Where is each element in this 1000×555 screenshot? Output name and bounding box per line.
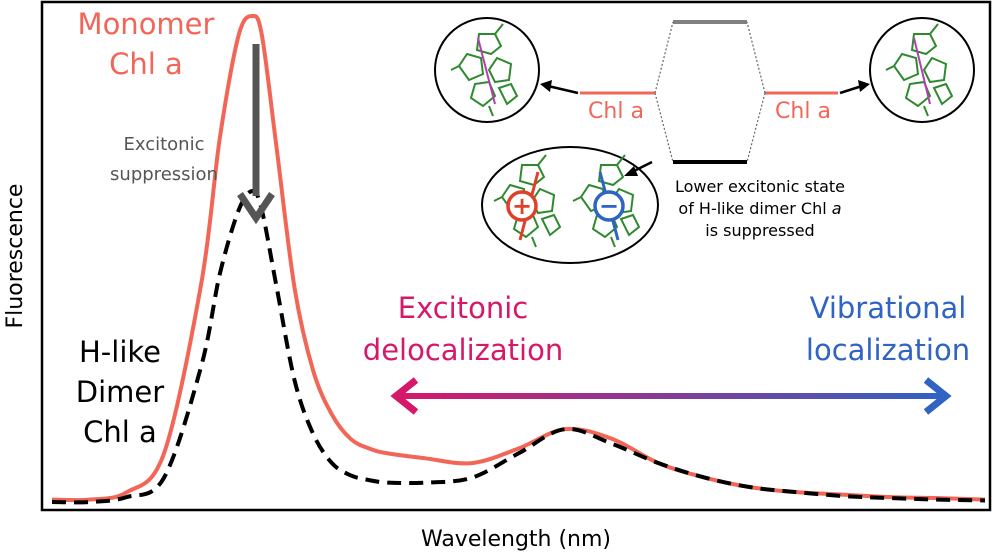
inset-caption-line2-italic: a xyxy=(832,199,842,218)
inset-diagram: Chl a Chl a + − Lower e xyxy=(434,17,975,264)
inset-caption-line2-prefix: of H-like dimer Chl xyxy=(678,199,831,218)
level-label-right: Chl a xyxy=(775,99,831,124)
level-label-left: Chl a xyxy=(588,99,644,124)
arrow-to-left-molecule xyxy=(540,80,579,95)
inset-caption-line2: of H-like dimer Chl a xyxy=(678,199,841,218)
plus-charge xyxy=(506,190,538,222)
monomer-label-line2: Chl a xyxy=(109,47,183,81)
minus-charge xyxy=(593,190,625,222)
dimer-label-line3: Chl a xyxy=(83,415,157,449)
x-axis-label: Wavelength (nm) xyxy=(421,527,611,552)
plus-sign: + xyxy=(512,192,532,220)
delocalization-label-line1: Excitonic xyxy=(398,291,528,325)
dimer-label-line2: Dimer xyxy=(76,375,164,409)
y-axis-label: Fluorescence xyxy=(3,184,28,329)
inset-caption-line1: Lower excitonic state xyxy=(675,177,845,196)
monomer-label-line1: Monomer xyxy=(78,7,215,41)
localization-label-line1: Vibrational xyxy=(810,291,967,325)
dimer-label-line1: H-like xyxy=(79,335,161,369)
plot-frame xyxy=(40,0,992,512)
suppression-label-line2: suppression xyxy=(110,164,218,185)
delocalization-label-line2: delocalization xyxy=(363,333,563,367)
inset-caption-line3: is suppressed xyxy=(705,221,814,240)
arrow-to-right-molecule xyxy=(839,80,870,95)
dimer-arrow xyxy=(624,160,653,176)
localization-label-line2: localization xyxy=(806,333,970,367)
dimer-molecule xyxy=(481,146,659,264)
suppression-arrow xyxy=(237,44,275,225)
double-arrow xyxy=(390,377,952,415)
suppression-label-line1: Excitonic xyxy=(124,134,205,155)
minus-sign: − xyxy=(599,192,619,220)
